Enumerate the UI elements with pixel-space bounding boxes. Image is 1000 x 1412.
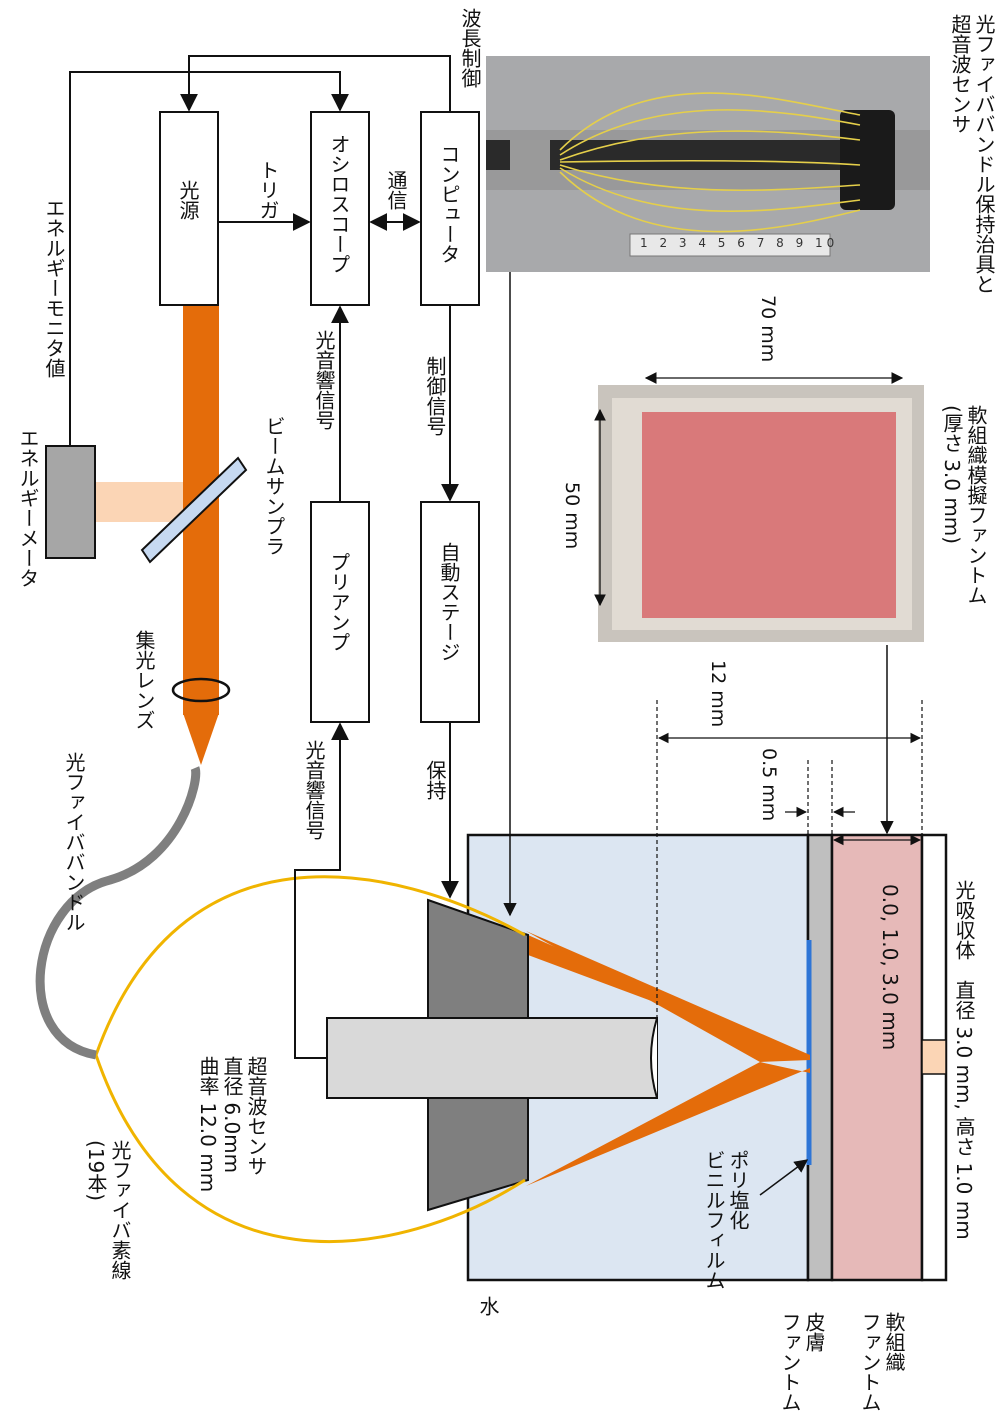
skin-phantom	[808, 835, 832, 1280]
phantom-caption: 軟組織模擬ファントム(厚さ 3.0 mm)	[940, 405, 988, 605]
beam-sampler-label: ビームサンプラ	[262, 416, 286, 556]
absorber-depth-label: 0.0, 1.0, 3.0 mm	[878, 884, 902, 1050]
sampled-beam	[95, 482, 183, 522]
soft-tissue-phantom	[832, 835, 922, 1280]
dim-05mm-label: 0.5 mm	[757, 748, 780, 821]
wavelength-control-label: 波長制御	[458, 8, 482, 88]
control-signal-label: 制御信号	[423, 356, 447, 436]
pa-signal-bottom-label: 光音響信号	[302, 740, 326, 840]
oscilloscope-label: オシロスコープ	[327, 134, 351, 274]
comm-label: 通信	[384, 170, 408, 210]
condenser-lens-label: 集光レンズ	[132, 630, 156, 730]
energy-meter-label: エネルギーメータ	[16, 428, 40, 588]
dim-12mm-label: 12 mm	[706, 660, 729, 727]
water-label: 水	[476, 1296, 500, 1316]
trigger-label: トリガ	[256, 160, 280, 220]
soft-tissue-label: 軟組織ファントム	[858, 1312, 906, 1412]
computer-label: コンピュータ	[437, 144, 461, 264]
dim-70mm-label: 70 mm	[756, 295, 779, 362]
pa-signal-top-label: 光音響信号	[312, 330, 336, 430]
fiber-strands-label: 光ファイバ素線(19本)	[84, 1140, 132, 1280]
phantom-photo	[598, 378, 924, 642]
ultrasonic-sensor	[327, 1018, 657, 1098]
pvc-label: ポリ塩化ビニルフィルム	[702, 1150, 750, 1290]
light-absorber	[922, 1040, 946, 1074]
holder-caption: 光ファイババンドル保持治具と超音波センサ	[948, 14, 996, 294]
skin-phantom-label: 皮膚ファントム	[778, 1312, 826, 1412]
laser-focus	[183, 713, 219, 765]
ruler-text: 1 2 3 4 5 6 7 8 9 10	[640, 236, 838, 250]
preamp-label: プリアンプ	[327, 552, 351, 652]
absorber-label: 光吸収体 直径 3.0 mm, 高さ 1.0 mm	[952, 880, 976, 1240]
fiber-bundle-label: 光ファイババンドル	[62, 752, 86, 932]
light-source-label: 光源	[176, 180, 200, 220]
energy-meter-box	[46, 446, 95, 558]
hold-label: 保持	[423, 760, 447, 800]
stage-label: 自動ステージ	[437, 542, 461, 662]
wavelength-control-line	[189, 56, 450, 112]
energy-monitor-label: エネルギーモニタ値	[42, 198, 66, 378]
dim-50mm-label: 50 mm	[560, 482, 583, 549]
